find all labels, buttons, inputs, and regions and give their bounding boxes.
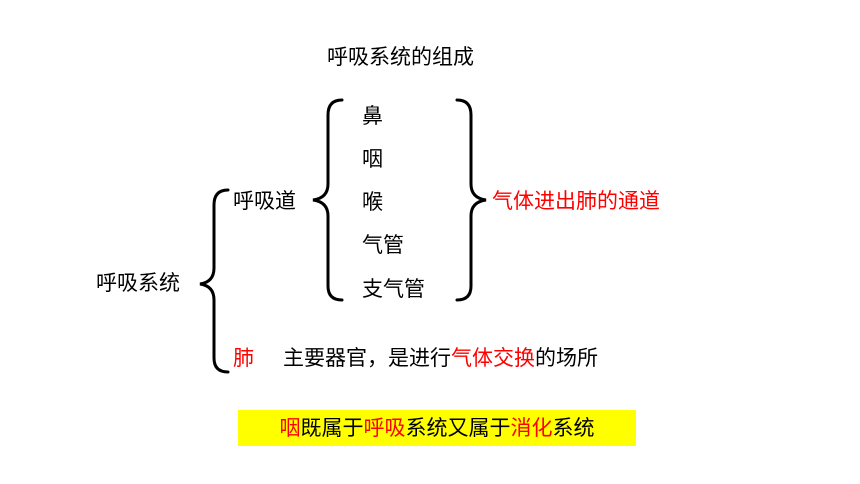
note-part5: 消化 <box>510 416 553 440</box>
organ-trachea: 气管 <box>362 233 404 257</box>
lung-label: 肺 <box>233 346 254 370</box>
note-part6: 系统 <box>552 416 595 440</box>
diagram-title: 呼吸系统的组成 <box>327 45 474 69</box>
lung-desc-before: 主要器官，是进行 <box>283 346 451 370</box>
note-part2: 既属于 <box>300 416 364 440</box>
organ-pharynx: 咽 <box>362 147 383 171</box>
left-brace-system <box>199 188 230 374</box>
organ-nose: 鼻 <box>362 104 383 128</box>
lung-desc-highlight: 气体交换 <box>451 346 535 370</box>
right-brace-airway <box>455 98 487 302</box>
airway-label: 呼吸道 <box>233 189 296 213</box>
root-label: 呼吸系统 <box>96 271 180 295</box>
note-part4: 系统又属于 <box>405 416 511 440</box>
airway-function: 气体进出肺的通道 <box>492 189 660 213</box>
lung-description: 主要器官，是进行气体交换的场所 <box>283 345 598 371</box>
organ-larynx: 喉 <box>362 190 383 214</box>
lung-desc-after: 的场所 <box>535 346 598 370</box>
left-brace-airway <box>312 98 344 302</box>
note-part3: 呼吸 <box>363 416 406 440</box>
note-part1: 咽 <box>279 416 301 440</box>
note-box: 咽既属于呼吸系统又属于消化系统 <box>238 410 636 446</box>
organ-bronchi: 支气管 <box>362 277 425 301</box>
